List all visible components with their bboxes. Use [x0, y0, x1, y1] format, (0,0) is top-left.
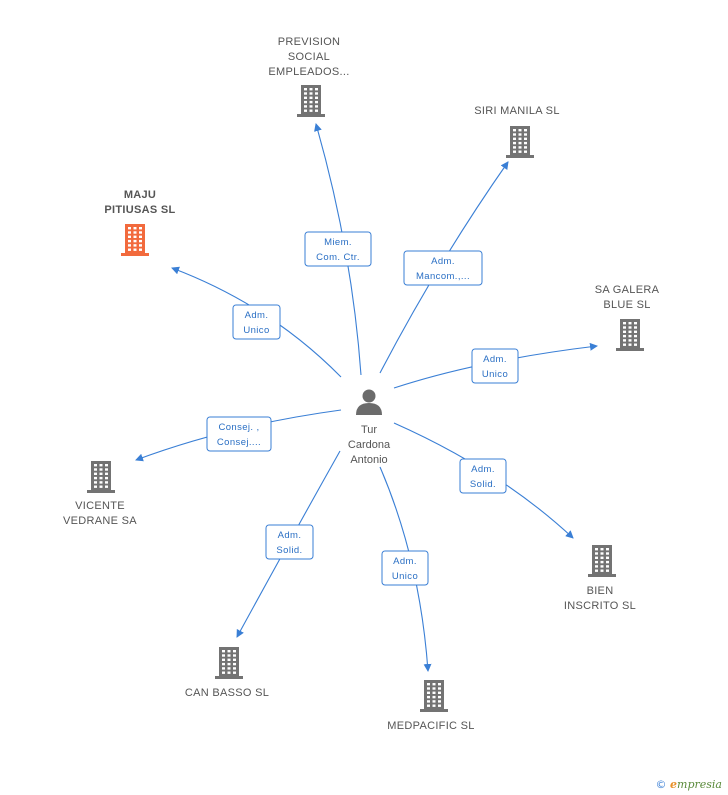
company-node-siri[interactable]: SIRI MANILA SL — [474, 105, 560, 158]
building-icon — [420, 680, 448, 712]
edges-layer: Miem.Com. Ctr.Adm.Mancom.,...Adm.UnicoAd… — [135, 123, 598, 672]
role-label-text: Adm. — [431, 256, 455, 267]
company-name-line: PREVISION — [278, 36, 341, 48]
role-label-box[interactable] — [459, 458, 507, 494]
role-label-text: Adm. — [278, 530, 302, 541]
company-node-sagalera[interactable]: SA GALERA BLUE SL — [595, 284, 660, 351]
role-label-text: Adm. — [471, 464, 495, 475]
role-label-text: Adm. — [393, 556, 417, 567]
company-node-canbasso[interactable]: CAN BASSO SL — [185, 647, 269, 699]
role-label-box[interactable] — [206, 416, 272, 452]
role-label-text: Solid. — [470, 479, 496, 490]
company-name-line: BLUE SL — [603, 299, 650, 311]
role-label-text: Unico — [243, 325, 269, 336]
brand-logo-text: mpresia — [677, 778, 722, 791]
company-name-line: MAJU — [124, 189, 156, 201]
role-label-text: Com. Ctr. — [316, 252, 360, 263]
person-name-line: Tur — [361, 424, 377, 436]
building-icon — [506, 126, 534, 158]
edge-medpacific[interactable]: Adm. Unico — [379, 466, 432, 672]
person-name-line: Antonio — [350, 454, 387, 466]
role-label-box[interactable] — [232, 304, 281, 340]
company-name-line: SA GALERA — [595, 284, 660, 296]
role-label-text: Miem. — [324, 237, 352, 248]
person-name-line: Cardona — [348, 439, 391, 451]
company-node-maju[interactable]: MAJU PITIUSAS SL — [104, 189, 175, 256]
edge-bien[interactable]: Adm. Solid. — [393, 422, 574, 539]
building-icon — [616, 319, 644, 351]
company-node-medpacific[interactable]: MEDPACIFIC SL — [387, 680, 474, 732]
role-label-text: Consej.... — [217, 437, 261, 448]
role-label-text: Adm. — [483, 354, 507, 365]
company-name-line: EMPLEADOS... — [268, 66, 349, 78]
edge-siri[interactable]: Adm. Mancom.,... — [379, 161, 509, 374]
role-label-text: Adm. — [245, 310, 269, 321]
role-label-text: Unico — [392, 571, 418, 582]
company-node-bien[interactable]: BIEN INSCRITO SL — [564, 545, 636, 612]
role-label-box[interactable] — [265, 524, 314, 560]
company-name-line: MEDPACIFIC SL — [387, 720, 474, 732]
company-name-line: VEDRANE SA — [63, 515, 137, 527]
building-icon — [588, 545, 616, 577]
role-label-box[interactable] — [304, 231, 372, 267]
company-name-line: CAN BASSO SL — [185, 687, 269, 699]
nodes-layer: PREVISION SOCIAL EMPLEADOS... SIRI MANILA S… — [63, 36, 660, 732]
edge-vicente[interactable]: Consej. , Consej.... — [135, 409, 342, 462]
role-label-box[interactable] — [471, 348, 519, 384]
company-node-prevision[interactable]: PREVISION SOCIAL EMPLEADOS... — [268, 36, 349, 117]
company-node-vicente[interactable]: VICENTE VEDRANE SA — [63, 461, 137, 527]
role-label-text: Unico — [482, 369, 508, 380]
company-name-line: SIRI MANILA SL — [474, 105, 560, 117]
role-label-text: Mancom.,... — [416, 271, 470, 282]
edge-sagalera[interactable]: Adm. Unico — [393, 342, 598, 389]
copyright-symbol: © — [655, 778, 667, 791]
role-label-text: Solid. — [276, 545, 302, 556]
building-icon — [297, 85, 325, 117]
company-name-line: BIEN — [587, 585, 614, 597]
building-icon — [121, 224, 149, 256]
company-name-line: PITIUSAS SL — [104, 204, 175, 216]
company-name-line: VICENTE — [75, 500, 125, 512]
edge-canbasso[interactable]: Adm. Solid. — [236, 450, 341, 638]
building-icon — [87, 461, 115, 493]
role-label-box[interactable] — [381, 550, 429, 586]
edge-maju[interactable]: Adm. Unico — [171, 266, 342, 378]
role-label-text: Consej. , — [218, 422, 259, 433]
role-label-box[interactable] — [403, 250, 483, 286]
company-name-line: INSCRITO SL — [564, 600, 636, 612]
building-icon — [215, 647, 243, 679]
company-name-line: SOCIAL — [288, 51, 330, 63]
empresia-brand[interactable]: © empresia — [656, 778, 722, 791]
person-icon — [356, 389, 382, 415]
brand-logo-initial: e — [670, 778, 678, 791]
edge-prevision[interactable]: Miem. Com. Ctr. — [304, 123, 372, 376]
